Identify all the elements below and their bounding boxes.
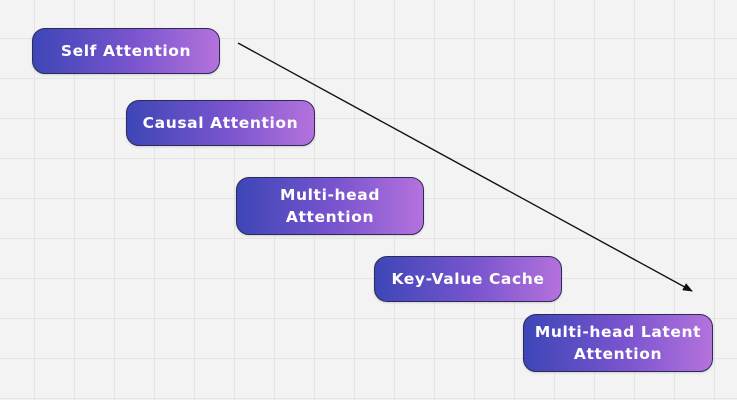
arrow-line (237, 42, 693, 292)
node-multi-head-latent-attention: Multi-head Latent Attention (523, 314, 713, 372)
node-label: Causal Attention (142, 113, 299, 132)
node-label: Multi-head Attention (279, 185, 381, 226)
node-label: Self Attention (60, 41, 192, 60)
node-self-attention: Self Attention (32, 28, 220, 74)
node-causal-attention: Causal Attention (126, 100, 315, 146)
node-label: Key-Value Cache (391, 269, 545, 288)
node-multi-head-attention: Multi-head Attention (236, 177, 424, 235)
node-label: Multi-head Latent Attention (534, 322, 702, 363)
node-key-value-cache: Key-Value Cache (374, 256, 562, 302)
